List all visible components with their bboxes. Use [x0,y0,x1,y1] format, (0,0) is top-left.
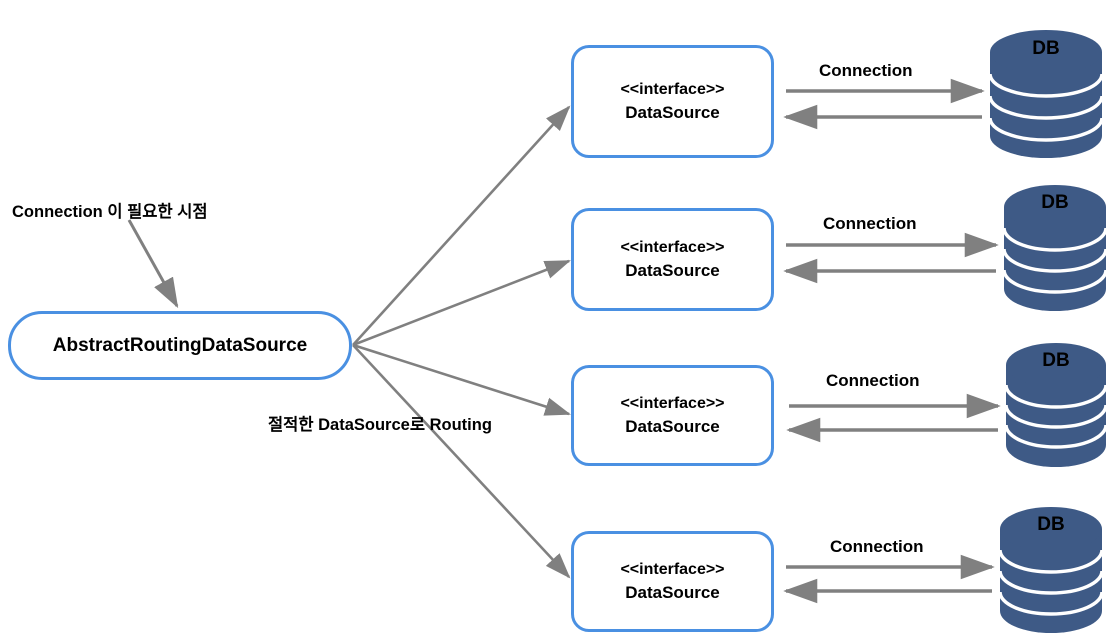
db-label-4: DB [1037,514,1065,535]
note-arrow-connection-needed [127,219,179,309]
routing-arrow-2 [352,259,571,347]
note-connection-needed: Connection 이 필요한 시점 [12,203,208,221]
connection-label-3: Connection [826,371,920,390]
db-cylinder-1[interactable] [986,30,1106,158]
routing-arrow-1 [352,105,571,346]
node-label: AbstractRoutingDataSource [52,334,308,356]
db-label-2: DB [1041,192,1069,213]
node-datasource-2[interactable]: <<interface>> DataSource [571,208,774,311]
stereotype-label: <<interface>> [620,238,725,256]
node-datasource-4[interactable]: <<interface>> DataSource [571,531,774,632]
connection-label-2: Connection [823,214,917,233]
node-datasource-3[interactable]: <<interface>> DataSource [571,365,774,466]
note-routing: 절적한 DataSource로 Routing [268,416,492,434]
stereotype-label: <<interface>> [620,80,725,98]
stereotype-label: <<interface>> [620,394,725,412]
datasource-name: DataSource [625,102,720,122]
node-datasource-1[interactable]: <<interface>> DataSource [571,45,774,158]
db-cylinder-2[interactable] [1000,185,1109,311]
routing-arrow-4 [352,344,571,579]
connection-label-1: Connection [819,61,913,80]
datasource-name: DataSource [625,260,720,280]
node-abstract-routing-datasource[interactable]: AbstractRoutingDataSource [8,311,352,380]
datasource-name: DataSource [625,416,720,436]
db-label-1: DB [1032,38,1060,59]
datasource-name: DataSource [625,582,720,602]
db-label-3: DB [1042,350,1070,371]
routing-arrow-3 [352,343,571,416]
db-cylinder-4[interactable] [996,507,1106,633]
connection-label-4: Connection [830,537,924,556]
stereotype-label: <<interface>> [620,560,725,578]
db-cylinder-3[interactable] [1002,343,1109,467]
